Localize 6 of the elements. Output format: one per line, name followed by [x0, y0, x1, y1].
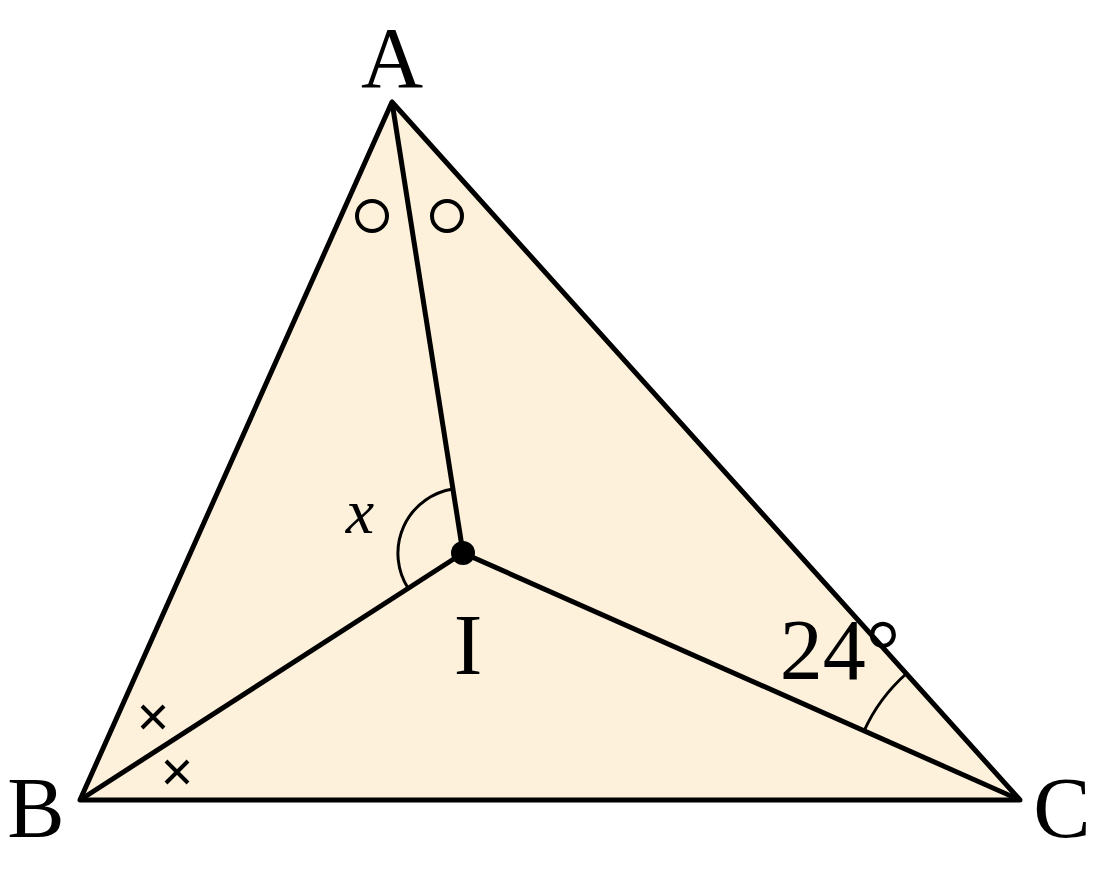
angle-label: x [345, 480, 375, 544]
angle-label: 24° [779, 607, 901, 693]
vertex-label: A [360, 15, 424, 101]
vertex-label: B [7, 765, 65, 851]
point-label: I [453, 602, 483, 688]
vertex-label: C [1033, 765, 1091, 851]
